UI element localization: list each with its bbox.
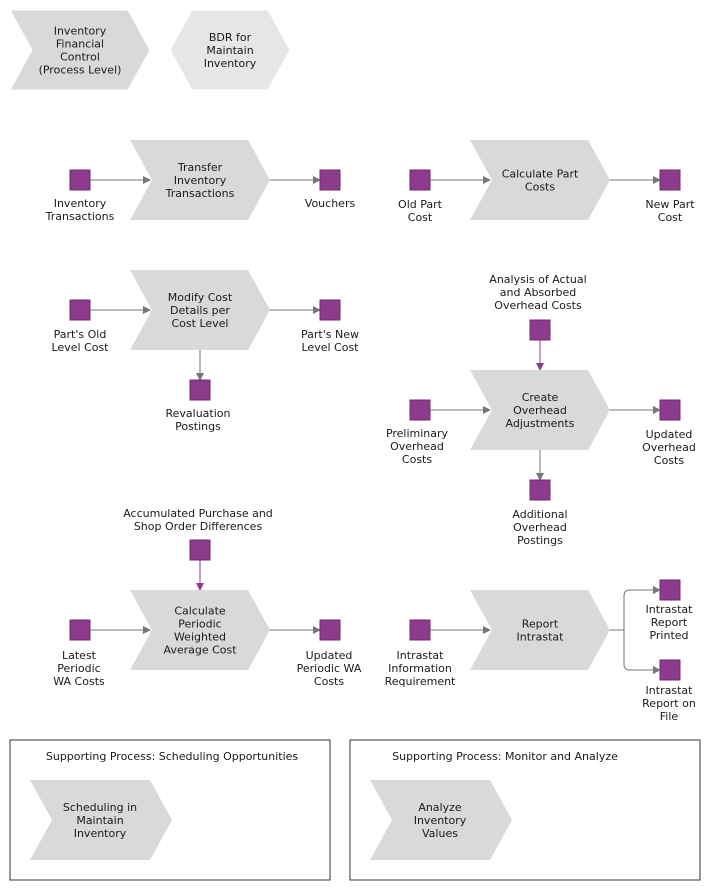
object-latest-periodic-wa-costs[interactable] (69, 619, 91, 641)
supporting-title-scheduling: Supporting Process: Scheduling Opportuni… (46, 750, 299, 763)
information-objects (69, 169, 681, 681)
object-old-part-cost[interactable] (409, 169, 431, 191)
object-intrastat-report-on-file[interactable] (659, 659, 681, 681)
object-updated-periodic-wa-costs[interactable] (319, 619, 341, 641)
object-revaluation-postings[interactable] (189, 379, 211, 401)
object-preliminary-overhead-costs[interactable] (409, 399, 431, 421)
object-new-part-cost[interactable] (659, 169, 681, 191)
object-accumulated-purchase-differences[interactable] (189, 539, 211, 561)
label-vouchers: Vouchers (305, 197, 356, 210)
object-analysis-overhead-costs[interactable] (529, 319, 551, 341)
process-calculate-part-costs[interactable] (470, 140, 610, 220)
process-analyze-inventory-values[interactable] (370, 780, 512, 860)
object-parts-new-level-cost[interactable] (319, 299, 341, 321)
process-modify-cost-details[interactable] (130, 270, 270, 350)
connectors (90, 176, 661, 674)
connector (608, 586, 661, 631)
object-intrastat-report-printed[interactable] (659, 579, 681, 601)
connector (623, 630, 661, 674)
process-report-intrastat[interactable] (470, 590, 610, 670)
process-create-overhead-adjustments[interactable] (470, 370, 610, 450)
object-additional-overhead-postings[interactable] (529, 479, 551, 501)
object-updated-overhead-costs[interactable] (659, 399, 681, 421)
process-scheduling-in-maintain-inventory[interactable] (30, 780, 172, 860)
supporting-frame-monitor (349, 739, 701, 881)
object-vouchers[interactable] (319, 169, 341, 191)
process-level-chevron[interactable] (9, 9, 151, 91)
process-calculate-periodic-wa-cost[interactable] (130, 590, 270, 670)
supporting-frame-scheduling (9, 739, 331, 881)
process-transfer-inventory-transactions[interactable] (130, 140, 270, 220)
object-inventory-transactions[interactable] (69, 169, 91, 191)
object-parts-old-level-cost[interactable] (69, 299, 91, 321)
supporting-title-monitor: Supporting Process: Monitor and Analyze (392, 750, 618, 763)
bdr-hexagon[interactable] (169, 9, 291, 91)
object-intrastat-information-requirement[interactable] (409, 619, 431, 641)
